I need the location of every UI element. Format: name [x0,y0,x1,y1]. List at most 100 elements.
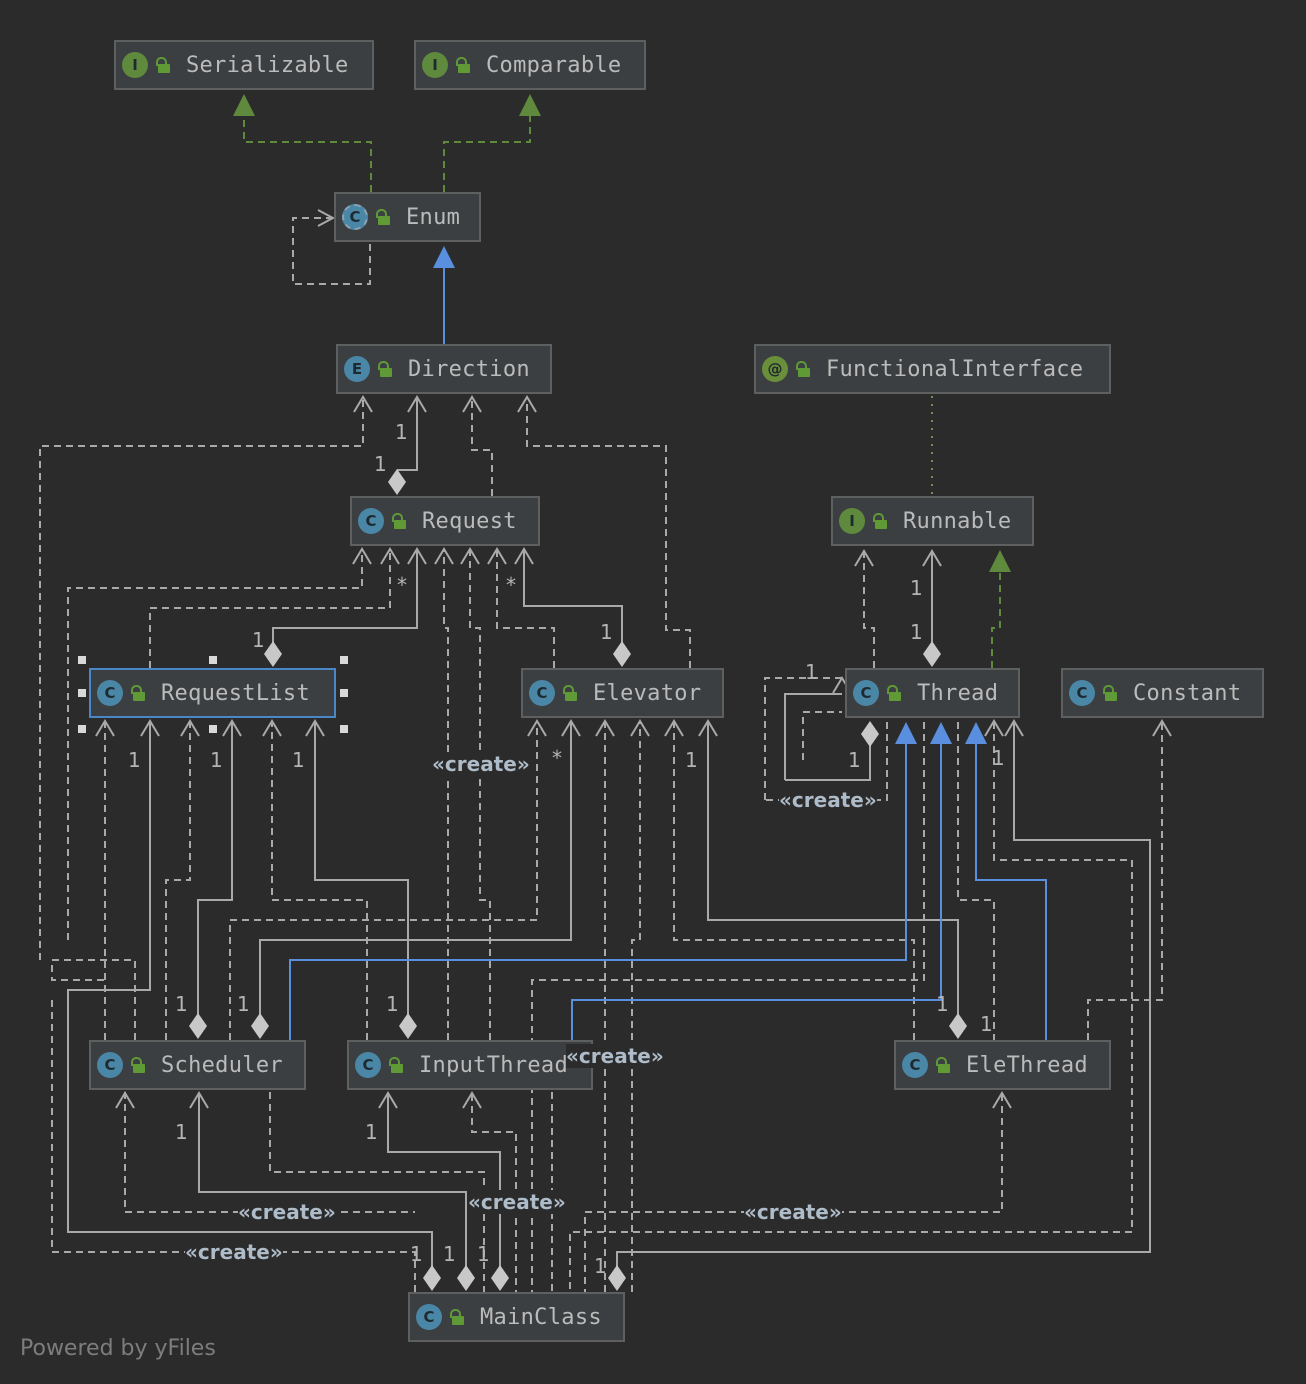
public-lock-icon [871,512,889,530]
multiplicity-label: 1 [848,748,861,772]
open-arrowhead [407,547,427,565]
triangle-arrowhead [433,246,455,268]
open-arrowhead [561,719,581,737]
dependency-edge [673,722,915,1040]
interface-icon: I [422,52,448,78]
multiplicity-label: 1 [685,748,698,772]
inheritance-edge [975,724,1047,1040]
open-arrowhead [222,719,242,737]
dependency-edge [271,722,368,1040]
multiplicity-label: 1 [128,748,141,772]
self-dependency-edge [802,711,842,760]
dependency-edge [67,550,363,940]
node-label: Scheduler [161,1052,283,1078]
open-arrowhead [95,719,115,737]
multiplicity-label: 1 [210,748,223,772]
composition-diamond [457,1265,475,1291]
multiplicity-label: 1 [252,628,265,652]
selection-handle[interactable] [209,725,217,733]
open-arrowhead [317,209,336,227]
open-arrowhead [462,395,482,413]
composition-diamond [189,1013,207,1039]
open-arrowhead [407,395,427,413]
node-label: Serializable [186,52,349,78]
create-stereotype-label: «create» [744,1200,842,1224]
open-arrowhead [487,547,507,565]
public-lock-icon [454,56,472,74]
public-lock-icon [561,684,579,702]
public-lock-icon [448,1308,466,1326]
selection-handle[interactable] [209,656,217,664]
realization-edge [443,96,531,192]
multiplicity-label: 1 [594,1254,607,1278]
association-edge [707,722,959,1014]
selection-handle[interactable] [340,656,348,664]
create-stereotype-label: «create» [185,1240,283,1264]
selection-handle[interactable] [78,656,86,664]
dependency-edge [957,722,995,1040]
public-lock-icon [374,208,392,226]
open-arrowhead [378,1091,398,1109]
selection-handle[interactable] [78,725,86,733]
multiplicity-label: 1 [936,992,949,1016]
public-lock-icon [794,360,812,378]
node-scheduler[interactable]: C Scheduler [89,1040,306,1090]
composition-diamond [491,1265,509,1291]
node-label: Comparable [486,52,622,78]
multiplicity-label: 1 [175,992,188,1016]
public-lock-icon [129,684,147,702]
multiplicity-label: * [506,573,516,597]
dependency-edge [149,550,391,668]
inheritance-edge [289,724,907,1040]
composition-diamond [949,1013,967,1039]
association-edge [198,1094,467,1268]
open-arrowhead [630,719,650,737]
public-lock-icon [154,56,172,74]
public-lock-icon [885,684,903,702]
node-comparable[interactable]: I Comparable [414,40,646,90]
open-arrowhead [517,395,537,413]
open-arrowhead [180,719,200,737]
triangle-arrowhead [965,722,987,744]
selection-handle[interactable] [340,725,348,733]
composition-diamond [923,641,941,667]
class-icon: C [97,1052,123,1078]
open-arrowhead [1004,719,1024,737]
multiplicity-label: * [397,573,407,597]
self-association-edge [785,736,871,781]
self-dependency-edge [764,677,842,800]
selection-handle[interactable] [340,689,348,697]
node-label: EleThread [966,1052,1088,1078]
node-elethread[interactable]: C EleThread [894,1040,1111,1090]
selection-handle[interactable] [78,689,86,697]
class-icon: C [902,1052,928,1078]
multiplicity-label: 1 [980,1012,993,1036]
triangle-arrowhead [519,94,541,116]
class-icon: C [358,508,384,534]
node-label: RequestList [161,680,310,706]
node-functionalinterface[interactable]: @FunctionalInterface [754,344,1111,394]
dependency-edge [1087,722,1163,1040]
abstract-class-icon: C [342,204,368,230]
multiplicity-label: 1 [386,992,399,1016]
public-lock-icon [934,1056,952,1074]
dependency-edge [469,550,491,1040]
multiplicity-label: 1 [600,620,613,644]
dependency-edge [229,722,538,1040]
dependency-edge [569,722,1133,1292]
open-arrowhead [514,547,534,565]
open-arrowhead [352,547,372,565]
open-arrowhead [595,719,615,737]
multiplicity-label: 1 [910,620,923,644]
